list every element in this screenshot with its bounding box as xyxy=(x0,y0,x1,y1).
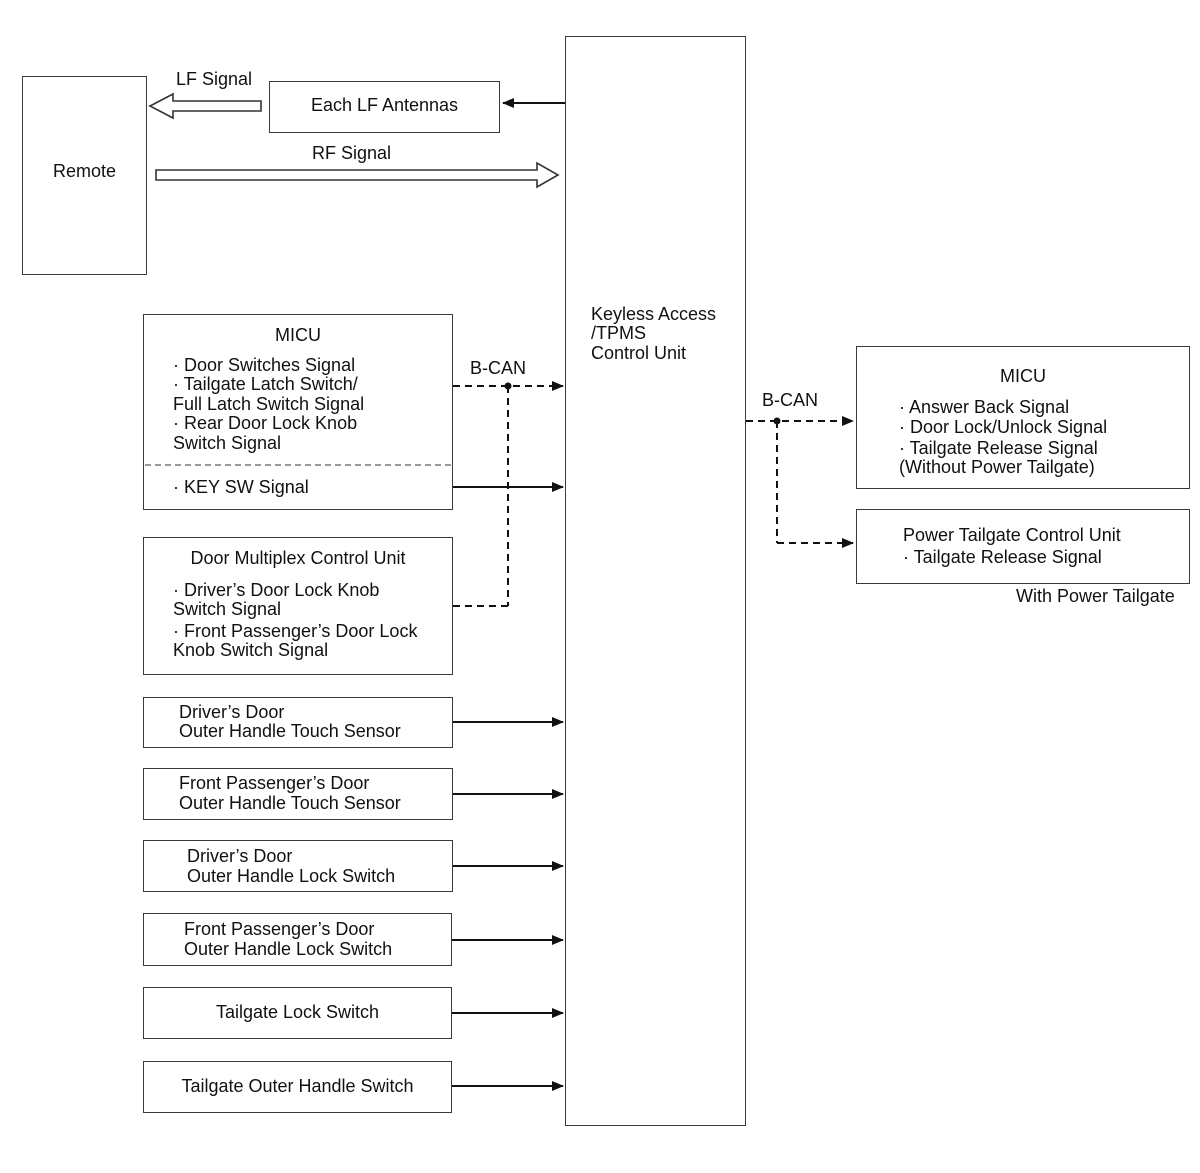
door-multiplex-line-4: Knob Switch Signal xyxy=(173,640,329,660)
input-4-line-1: Front Passenger’s Door xyxy=(184,919,375,939)
input-1-line-1: Driver’s Door xyxy=(179,702,285,722)
micu-output-title: MICU xyxy=(1000,366,1046,386)
door-multiplex-line-3: · Front Passenger’s Door Lock xyxy=(173,621,418,641)
input-2-line-2: Outer Handle Touch Sensor xyxy=(179,793,401,813)
control-unit-label-line-1: Keyless Access xyxy=(591,304,717,324)
power-tailgate-title: Power Tailgate Control Unit xyxy=(903,525,1121,545)
micu-input-divider xyxy=(145,464,451,466)
micu-output-box xyxy=(856,346,1190,489)
lf-signal-label: LF Signal xyxy=(176,69,253,89)
input-6-line-1: Tailgate Outer Handle Switch xyxy=(181,1076,414,1096)
bcan-output-label: B-CAN xyxy=(762,390,819,410)
lf-antennas-label: Each LF Antennas xyxy=(310,95,459,115)
micu-output-line-2: · Door Lock/Unlock Signal xyxy=(899,417,1108,437)
micu-input-line-2: · Tailgate Latch Switch/ xyxy=(173,374,358,394)
bcan-output-junction xyxy=(773,417,781,425)
power-tailgate-line-1: · Tailgate Release Signal xyxy=(903,547,1102,567)
lf-antennas-box xyxy=(269,81,500,133)
remote-box xyxy=(22,76,147,275)
lf-signal-arrow xyxy=(148,92,262,120)
micu-input-line-5: Switch Signal xyxy=(173,433,282,453)
micu-key-sw-label: · KEY SW Signal xyxy=(173,477,309,497)
micu-input-line-4: · Rear Door Lock Knob xyxy=(173,413,358,433)
micu-output-line-3: · Tailgate Release Signal xyxy=(899,438,1098,458)
power-tailgate-note: With Power Tailgate xyxy=(1016,586,1175,606)
door-multiplex-box xyxy=(143,537,453,675)
bcan-input-label: B-CAN xyxy=(470,358,527,378)
power-tailgate-box xyxy=(856,509,1190,584)
rf-signal-arrow xyxy=(155,161,560,189)
micu-output-line-1: · Answer Back Signal xyxy=(899,397,1070,417)
control-unit-label-line-3: Control Unit xyxy=(591,343,687,363)
micu-input-line-1: · Door Switches Signal xyxy=(173,355,356,375)
micu-output-line-4: (Without Power Tailgate) xyxy=(899,457,1095,477)
input-2-line-1: Front Passenger’s Door xyxy=(179,773,370,793)
input-box-drivers-lock-switch xyxy=(143,840,453,892)
input-5-line-1: Tailgate Lock Switch xyxy=(215,1002,380,1022)
input-box-passenger-lock-switch xyxy=(143,913,452,966)
door-multiplex-line-2: Switch Signal xyxy=(173,599,282,619)
input-3-line-2: Outer Handle Lock Switch xyxy=(187,866,396,886)
door-multiplex-title: Door Multiplex Control Unit xyxy=(190,548,406,568)
bcan-input-junction xyxy=(504,382,512,390)
control-unit-label-line-2: /TPMS xyxy=(591,323,647,343)
input-4-line-2: Outer Handle Lock Switch xyxy=(184,939,393,959)
input-box-tailgate-lock-switch xyxy=(143,987,452,1039)
micu-input-box xyxy=(143,314,453,510)
input-3-line-1: Driver’s Door xyxy=(187,846,293,866)
input-box-passenger-touch-sensor xyxy=(143,768,453,820)
keyless-access-control-unit xyxy=(565,36,746,1126)
micu-input-title: MICU xyxy=(275,325,321,345)
input-box-drivers-touch-sensor xyxy=(143,697,453,748)
remote-label: Remote xyxy=(52,161,117,181)
rf-signal-label: RF Signal xyxy=(312,143,392,163)
micu-input-line-3: Full Latch Switch Signal xyxy=(173,394,365,414)
input-box-tailgate-outer-handle-switch xyxy=(143,1061,452,1113)
door-multiplex-line-1: · Driver’s Door Lock Knob xyxy=(173,580,380,600)
input-1-line-2: Outer Handle Touch Sensor xyxy=(179,721,401,741)
